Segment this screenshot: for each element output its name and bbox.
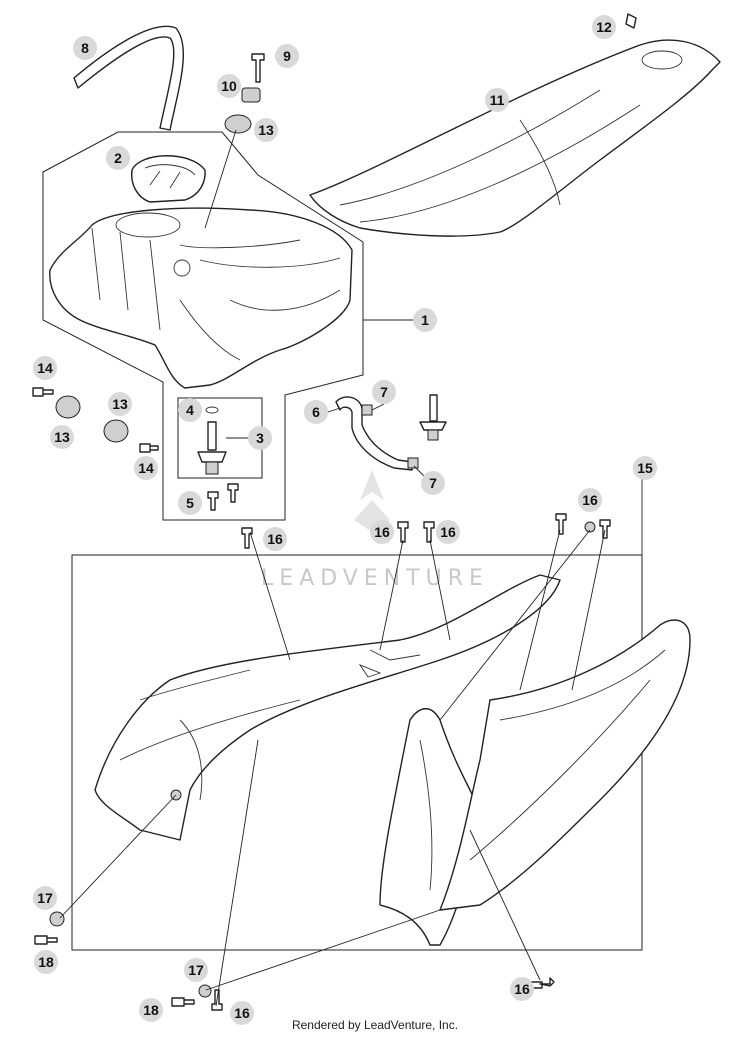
svg-text:1: 1	[421, 312, 429, 328]
svg-text:7: 7	[429, 475, 437, 491]
callout-7-bottom: 7	[421, 471, 445, 495]
svg-text:16: 16	[234, 1005, 250, 1021]
callout-6: 6	[304, 400, 328, 424]
callout-16-c: 16	[436, 520, 460, 544]
callout-15: 15	[633, 456, 657, 480]
seat	[309, 39, 721, 237]
callout-5: 5	[178, 491, 202, 515]
callout-16-f: 16	[230, 1001, 254, 1025]
callout-3: 3	[248, 426, 272, 450]
tank-group-frame	[42, 131, 364, 521]
callout-16-a: 16	[263, 527, 287, 551]
svg-text:2: 2	[114, 150, 122, 166]
svg-text:8: 8	[81, 40, 89, 56]
callout-2: 2	[106, 146, 130, 170]
svg-text:16: 16	[440, 524, 456, 540]
svg-text:5: 5	[186, 495, 194, 511]
callout-12: 12	[592, 15, 616, 39]
breather-hose	[73, 25, 184, 131]
callout-18-left: 18	[34, 950, 58, 974]
screw-16-f	[599, 519, 611, 539]
callout-13-top: 13	[254, 118, 278, 142]
fuel-tap-right	[419, 394, 447, 441]
callout-9: 9	[275, 44, 299, 68]
svg-text:12: 12	[596, 19, 612, 35]
svg-text:15: 15	[637, 460, 653, 476]
screw-16-b	[397, 521, 409, 543]
screw-14-left	[32, 387, 54, 397]
svg-text:16: 16	[374, 524, 390, 540]
screw-18-bottom	[171, 997, 195, 1007]
grommet-13-left	[55, 395, 81, 419]
side-panel-right	[379, 619, 691, 946]
o-ring-4	[205, 406, 219, 414]
clamp-7-bottom	[407, 457, 419, 469]
callout-17-bottom: 17	[184, 958, 208, 982]
callout-14-left: 14	[33, 356, 57, 380]
svg-text:18: 18	[38, 954, 54, 970]
svg-text:13: 13	[258, 122, 274, 138]
washer-16-e	[584, 521, 596, 533]
callout-18-bottom: 18	[139, 998, 163, 1022]
svg-text:6: 6	[312, 404, 320, 420]
svg-text:14: 14	[138, 460, 154, 476]
leader-lines	[59, 129, 643, 1007]
leadventure-watermark: LEADVENTURE	[261, 470, 489, 591]
svg-text:17: 17	[188, 962, 204, 978]
callout-13-left: 13	[50, 425, 74, 449]
fuel-tank	[49, 207, 353, 389]
svg-text:13: 13	[112, 396, 128, 412]
callout-1: 1	[413, 308, 437, 332]
svg-text:9: 9	[283, 48, 291, 64]
callout-16-b: 16	[370, 520, 394, 544]
callout-13-mid: 13	[108, 392, 132, 416]
callout-8: 8	[73, 36, 97, 60]
screw-14-right	[139, 443, 159, 453]
filler-cap	[131, 155, 206, 203]
screw-5b	[227, 483, 239, 503]
callout-10: 10	[217, 74, 241, 98]
svg-text:16: 16	[514, 981, 530, 997]
screw-5a	[207, 491, 219, 511]
svg-text:4: 4	[186, 402, 194, 418]
watermark-text: LEADVENTURE	[261, 566, 489, 591]
clamp-7-top	[361, 404, 373, 416]
svg-text:7: 7	[380, 384, 388, 400]
callout-4: 4	[178, 398, 202, 422]
svg-text:3: 3	[256, 430, 264, 446]
washer-17-left	[49, 911, 65, 927]
callout-14-right: 14	[134, 456, 158, 480]
callout-11: 11	[485, 88, 509, 112]
grommet-13-top	[224, 114, 252, 134]
svg-text:13: 13	[54, 429, 70, 445]
callout-17-left: 17	[33, 886, 57, 910]
svg-text:16: 16	[267, 531, 283, 547]
footer-credit: Rendered by LeadVenture, Inc.	[291, 1018, 459, 1032]
screw-16-c	[423, 521, 435, 543]
callout-7-top: 7	[372, 380, 396, 404]
fuel-tap-3	[197, 421, 227, 475]
svg-text:18: 18	[143, 1002, 159, 1018]
screw-18-left	[34, 935, 58, 945]
svg-text:17: 17	[37, 890, 53, 906]
screw-16-a	[241, 527, 253, 549]
callout-16-d: 16	[578, 488, 602, 512]
svg-text:16: 16	[582, 492, 598, 508]
fuel-hose-6	[335, 396, 413, 471]
screw-9	[251, 53, 265, 83]
grommet-13-right	[103, 419, 129, 443]
svg-text:14: 14	[37, 360, 53, 376]
svg-text:10: 10	[221, 78, 237, 94]
svg-text:11: 11	[490, 92, 505, 108]
fastener-12	[625, 13, 637, 29]
screw-16-d	[555, 513, 567, 535]
washer-17-bottom	[198, 984, 212, 998]
callout-16-e: 16	[510, 977, 534, 1001]
bushing-10	[241, 87, 261, 103]
